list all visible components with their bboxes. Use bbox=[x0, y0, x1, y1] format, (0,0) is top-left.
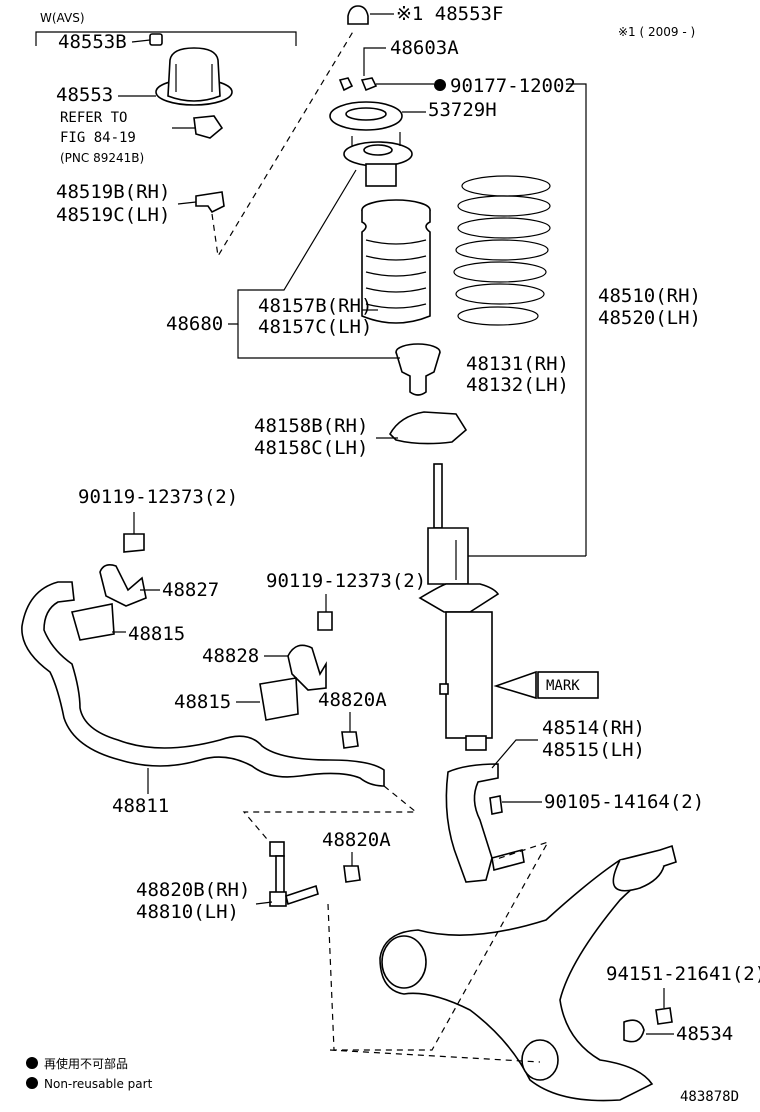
label-48820B: 48820B(RH) bbox=[136, 879, 250, 901]
year-note: ※1 ( 2009 - ) bbox=[618, 25, 695, 39]
non-reusable-dot bbox=[434, 79, 446, 91]
coil-spring-48131 bbox=[453, 175, 551, 326]
label-48603A: 48603A bbox=[390, 37, 459, 59]
label-48515: 48515(LH) bbox=[542, 739, 645, 761]
label-48157C: 48157C(LH) bbox=[258, 316, 372, 338]
label-48815-b: 48815 bbox=[174, 691, 231, 713]
mark-label: MARK bbox=[546, 678, 580, 694]
label-48534: 48534 bbox=[676, 1023, 733, 1045]
variant-note: W(AVS) bbox=[40, 11, 85, 25]
bump-stopper bbox=[395, 343, 441, 396]
upper-cap-assembly bbox=[149, 33, 233, 139]
label-94151-21641: 94151-21641(2) bbox=[606, 963, 760, 985]
figure-id: 483878D bbox=[680, 1089, 739, 1105]
nut-94151 bbox=[655, 1007, 673, 1025]
bracket-48828 bbox=[287, 644, 327, 691]
mark-pointer bbox=[493, 670, 537, 700]
label-48514: 48514(RH) bbox=[542, 717, 645, 739]
bolt-90119-b bbox=[317, 611, 333, 631]
label-48519B: 48519B(RH) bbox=[56, 181, 170, 203]
label-53729H: 53729H bbox=[428, 99, 497, 121]
label-90119-b: 90119-12373(2) bbox=[266, 570, 426, 592]
label-48810: 48810(LH) bbox=[136, 901, 239, 923]
legend-en: Non-reusable part bbox=[44, 1077, 153, 1091]
label-48553: 48553 bbox=[56, 84, 113, 106]
refer-to-line3: (PNC 89241B) bbox=[60, 151, 144, 165]
avs-bracket-line bbox=[35, 31, 297, 46]
refer-to-line1: REFER TO bbox=[60, 110, 127, 126]
bracket-48519 bbox=[195, 191, 225, 214]
label-48828: 48828 bbox=[202, 645, 259, 667]
bracket-48827 bbox=[99, 564, 147, 607]
label-48510: 48510(RH) bbox=[598, 285, 701, 307]
lower-insulator-48158 bbox=[389, 411, 468, 445]
label-48811: 48811 bbox=[112, 795, 169, 817]
label-48820A-b: 48820A bbox=[322, 829, 391, 851]
mark-box bbox=[537, 671, 599, 699]
label-48158C: 48158C(LH) bbox=[254, 437, 368, 459]
label-48131: 48131(RH) bbox=[466, 353, 569, 375]
upper-mount-stack bbox=[329, 5, 413, 187]
bushing-48815-b bbox=[259, 677, 299, 721]
label-48815-a: 48815 bbox=[128, 623, 185, 645]
label-48520: 48520(LH) bbox=[598, 307, 701, 329]
stabilizer-link-48820B bbox=[269, 841, 361, 907]
bolt-90119-a bbox=[123, 533, 145, 553]
dust-boot-48157 bbox=[361, 199, 431, 324]
label-48132: 48132(LH) bbox=[466, 374, 569, 396]
label-48553F: ※1 48553F bbox=[396, 3, 503, 25]
label-48827: 48827 bbox=[162, 579, 219, 601]
legend-dot-en bbox=[26, 1077, 38, 1089]
nut-48820A-a bbox=[341, 731, 359, 749]
label-48158B: 48158B(RH) bbox=[254, 415, 368, 437]
label-90119-a: 90119-12373(2) bbox=[78, 486, 238, 508]
lower-control-arm bbox=[379, 844, 677, 1102]
legend-jp: 再使用不可部品 bbox=[44, 1056, 128, 1071]
label-48553B: 48553B bbox=[58, 31, 127, 53]
knuckle-arm-48514 bbox=[445, 763, 499, 883]
bushing-48534 bbox=[623, 1019, 645, 1043]
label-48680: 48680 bbox=[166, 313, 223, 335]
label-48519C: 48519C(LH) bbox=[56, 204, 170, 226]
bolt-90105 bbox=[489, 795, 503, 815]
legend-dot-jp bbox=[26, 1057, 38, 1069]
bushing-48815-a bbox=[70, 603, 115, 641]
shock-absorber bbox=[418, 463, 500, 751]
label-90105-14164: 90105-14164(2) bbox=[544, 791, 704, 813]
arm-stud bbox=[491, 849, 525, 871]
label-48820A-a: 48820A bbox=[318, 689, 387, 711]
stabilizer-bar-48811 bbox=[21, 581, 385, 787]
refer-to-line2: FIG 84-19 bbox=[60, 130, 136, 146]
label-90177-12002: 90177-12002 bbox=[450, 75, 576, 97]
label-48157B: 48157B(RH) bbox=[258, 295, 372, 317]
